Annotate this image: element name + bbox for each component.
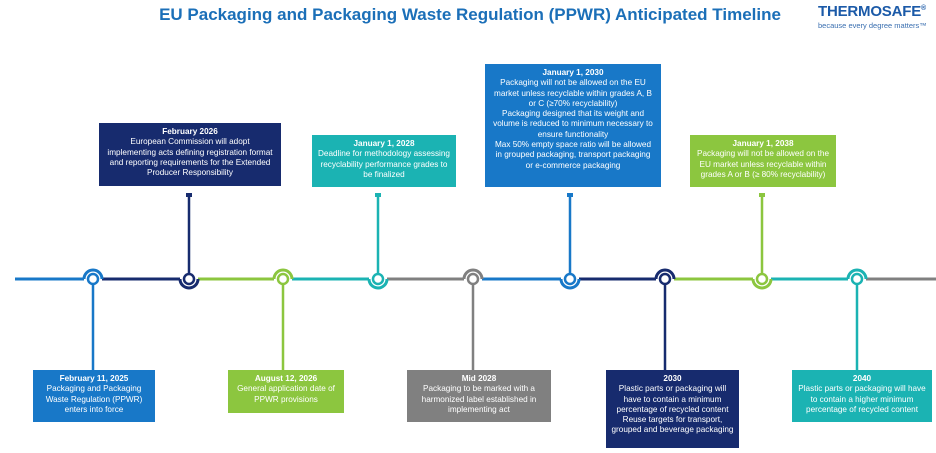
event-box-january-1-2028: January 1, 2028 Deadline for methodology… <box>312 135 456 187</box>
timeline-node-arc <box>846 268 868 280</box>
timeline-node <box>658 272 672 286</box>
timeline-node-arc <box>272 268 294 280</box>
page-title: EU Packaging and Packaging Waste Regulat… <box>159 5 781 24</box>
timeline-node <box>182 272 196 286</box>
timeline-node <box>850 272 864 286</box>
event-box-february-2026: February 2026 European Commission will a… <box>99 123 281 186</box>
timeline-node <box>371 272 385 286</box>
event-date: August 12, 2026 <box>254 374 318 383</box>
event-box-february-11-2025: February 11, 2025 Packaging and Packagin… <box>33 370 155 422</box>
timeline-node-arc <box>751 278 773 290</box>
event-date: January 1, 2030 <box>542 68 604 77</box>
event-date: January 1, 2028 <box>353 139 415 148</box>
event-date: February 2026 <box>162 127 218 136</box>
event-date: Mid 2028 <box>461 374 497 383</box>
event-description: Plastic parts or packaging will have to … <box>798 384 926 414</box>
connector-cap <box>375 193 381 197</box>
event-date: January 1, 2038 <box>732 139 794 148</box>
logo-registered-mark: ® <box>921 5 926 12</box>
timeline-node-arc <box>462 268 484 280</box>
event-box-august-12-2026: August 12, 2026 General application date… <box>228 370 344 413</box>
event-date: 2040 <box>852 374 872 383</box>
logo-tagline: because every degree matters™ <box>818 21 927 30</box>
timeline-node-arc <box>654 268 676 280</box>
event-box-january-1-2030: January 1, 2030 Packaging will not be al… <box>485 64 661 187</box>
timeline-node-arc <box>559 278 581 290</box>
logo-name-text: THERMOSAFE <box>818 3 922 20</box>
event-description: Packaging will not be allowed on the EU … <box>697 149 829 179</box>
event-box-2040: 2040 Plastic parts or packaging will hav… <box>792 370 932 422</box>
connector-cap <box>186 193 192 197</box>
event-description: Packaging will not be allowed on the EU … <box>493 78 653 170</box>
timeline-node-arc <box>82 268 104 280</box>
timeline-node-arc <box>367 278 389 290</box>
event-description: Packaging to be marked with a harmonized… <box>421 384 537 414</box>
timeline-node <box>466 272 480 286</box>
event-box-mid-2028: Mid 2028 Packaging to be marked with a h… <box>407 370 551 422</box>
event-date: 2030 <box>663 374 682 383</box>
connector-cap <box>759 193 765 197</box>
connector-cap <box>567 193 573 197</box>
timeline-node-arc <box>178 278 200 290</box>
event-date: February 11, 2025 <box>59 374 129 383</box>
timeline-node <box>86 272 100 286</box>
event-description: Deadline for methodology assessing recyc… <box>318 149 450 179</box>
timeline-node <box>276 272 290 286</box>
event-box-2030: 2030 Plastic parts or packaging will hav… <box>606 370 739 448</box>
thermosafe-logo: THERMOSAFE® because every degree matters… <box>818 3 930 30</box>
logo-wordmark: THERMOSAFE® <box>818 3 930 20</box>
event-description: Plastic parts or packaging will have to … <box>611 384 734 435</box>
event-description: General application date of PPWR provisi… <box>237 384 335 404</box>
event-box-january-1-2038: January 1, 2038 Packaging will not be al… <box>690 135 836 187</box>
event-description: Packaging and Packaging Waste Regulation… <box>45 384 143 414</box>
timeline-node <box>755 272 769 286</box>
timeline-node <box>563 272 577 286</box>
event-description: European Commission will adopt implement… <box>107 137 273 178</box>
